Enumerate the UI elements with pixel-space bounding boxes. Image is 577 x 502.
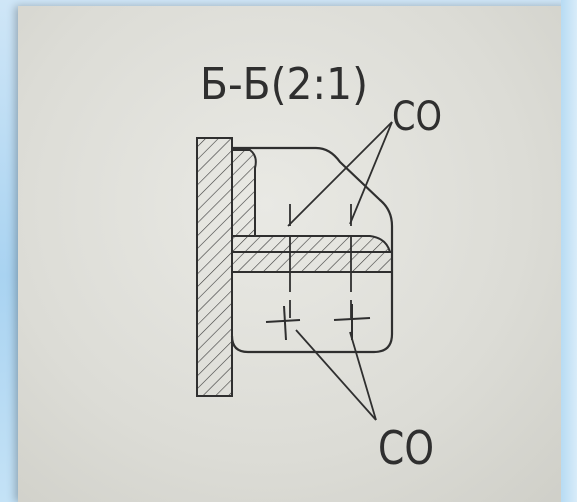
- section-title: Б-Б(2:1): [200, 59, 368, 110]
- bottom-leader-lines: [295, 329, 377, 421]
- background-edge: [561, 0, 577, 502]
- angle-vertical-leg: [231, 149, 257, 237]
- vertical-plate: [196, 137, 233, 397]
- callout-top-label: CO: [392, 94, 442, 140]
- bottom-flange: [231, 251, 393, 273]
- top-leader-lines: [287, 121, 393, 227]
- callout-bottom-label: CO: [378, 421, 434, 475]
- bolt-marks: [265, 304, 371, 341]
- angle-horizontal-flange: [231, 235, 392, 253]
- bracket-outline: [230, 146, 394, 354]
